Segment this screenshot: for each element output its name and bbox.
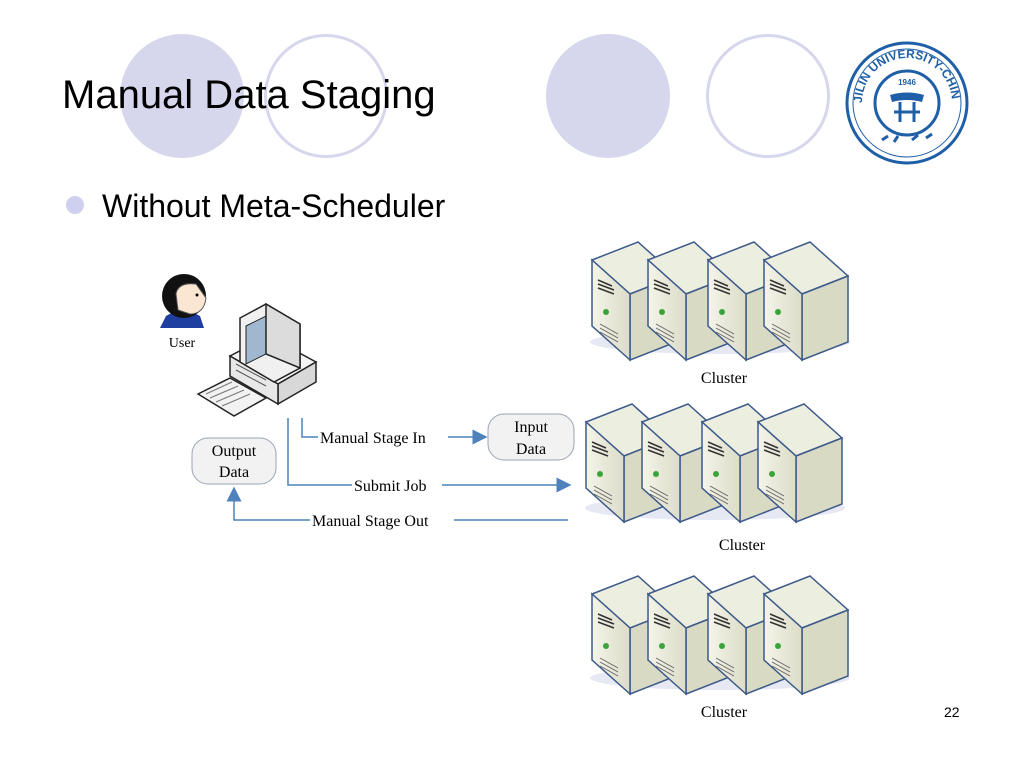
university-logo: JILIN UNIVERSITY-CHINA 1946 xyxy=(842,40,969,165)
page-number: 22 xyxy=(944,704,960,720)
cluster-3 xyxy=(590,576,850,694)
user-label: User xyxy=(169,336,196,351)
output-data-label-line1: Output xyxy=(212,443,257,460)
cluster-label: Cluster xyxy=(701,370,748,387)
user-icon xyxy=(160,274,207,328)
bullet-icon xyxy=(66,196,84,214)
arrow-submit-job xyxy=(287,418,572,493)
stage-out-label: Manual Stage Out xyxy=(312,513,429,530)
input-data-label-line2: Data xyxy=(516,441,546,458)
cluster-label: Cluster xyxy=(701,704,748,721)
computer-icon xyxy=(196,302,318,417)
output-data-box xyxy=(191,437,277,485)
deco-circle-filled xyxy=(546,34,670,158)
stage-in-label: Manual Stage In xyxy=(320,430,426,447)
output-data-label-line2: Data xyxy=(219,464,249,481)
deco-circle-ring xyxy=(706,34,830,158)
arrow-stage-in xyxy=(301,418,488,445)
arrow-stage-out xyxy=(226,486,568,521)
input-data-label-line1: Input xyxy=(514,419,548,436)
cluster-label: Cluster xyxy=(719,537,766,554)
input-data-box xyxy=(487,413,575,461)
submit-job-label: Submit Job xyxy=(354,478,426,495)
deco-circle-ring xyxy=(264,34,388,158)
slide-title: Manual Data Staging xyxy=(62,73,436,117)
deco-circle-filled xyxy=(120,34,244,158)
cluster-1 xyxy=(590,242,850,360)
cluster-2 xyxy=(585,404,845,522)
bullet-text: Without Meta-Scheduler xyxy=(102,188,446,224)
logo-year: 1946 xyxy=(898,78,916,87)
